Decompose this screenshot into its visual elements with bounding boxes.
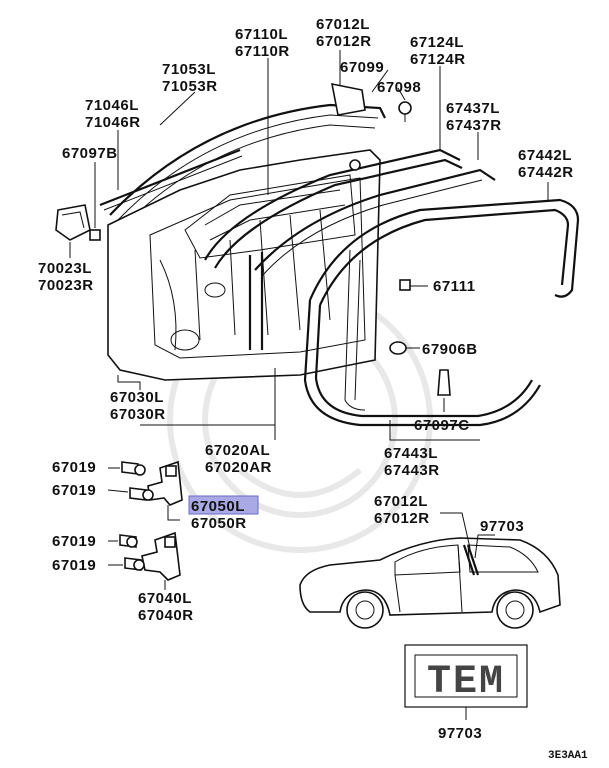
diagram-code: 3E3AA1 [548,750,588,762]
label-67099[interactable]: 67099 [340,59,384,76]
label-71053-r[interactable]: 71053R [162,78,218,95]
highlight-67050l [188,495,259,515]
hinge-assembly [119,460,183,581]
label-97703[interactable]: 97703 [438,725,482,742]
leader-lines [69,50,549,590]
emblem-97703: TEM [404,644,528,720]
label-67097b[interactable]: 67097B [62,145,118,162]
label-67437-r[interactable]: 67437R [446,117,502,134]
door-assembly [55,82,580,427]
label-70023-r[interactable]: 70023R [38,277,94,294]
label-67020-r[interactable]: 67020AR [205,459,272,476]
label-67050-r[interactable]: 67050R [191,515,247,532]
label-67098[interactable]: 67098 [377,79,421,96]
label-67019-4[interactable]: 67019 [52,557,96,574]
label-97703-car[interactable]: 97703 [480,518,524,535]
label-67110-l[interactable]: 67110L [235,26,288,43]
label-67124-r[interactable]: 67124R [410,51,466,68]
label-67443-r[interactable]: 67443R [384,462,440,479]
label-67030-l[interactable]: 67030L [110,389,164,406]
label-70023-l[interactable]: 70023L [38,260,92,277]
label-67110-r[interactable]: 67110R [235,43,290,60]
label-67012-car-l[interactable]: 67012L [374,493,428,510]
car-silhouette [299,512,561,629]
label-67437-l[interactable]: 67437L [446,100,500,117]
label-67443-l[interactable]: 67443L [384,445,438,462]
label-67040-r[interactable]: 67040R [138,607,194,624]
emblem-text: TEM [427,660,505,705]
label-67906b[interactable]: 67906B [422,341,478,358]
label-67030-r[interactable]: 67030R [110,406,166,423]
label-71053-l[interactable]: 71053L [162,61,216,78]
label-67012-top-r[interactable]: 67012R [316,33,372,50]
label-67040-l[interactable]: 67040L [138,590,192,607]
label-67111[interactable]: 67111 [433,278,476,295]
label-67442-r[interactable]: 67442R [518,164,574,181]
label-71046-l[interactable]: 71046L [85,97,139,114]
label-67019-3[interactable]: 67019 [52,533,96,550]
label-67019-1[interactable]: 67019 [52,459,96,476]
label-67020-l[interactable]: 67020AL [205,442,270,459]
part-labels: 71053L 71053R 71046L 71046R 67110L 67110… [38,16,588,762]
label-67097c[interactable]: 67097C [414,417,470,434]
label-67012-top-l[interactable]: 67012L [316,16,370,33]
label-67019-2[interactable]: 67019 [52,482,96,499]
label-67442-l[interactable]: 67442L [518,147,572,164]
label-67050-l[interactable]: 67050L [191,498,245,515]
label-71046-r[interactable]: 71046R [85,114,141,131]
label-67012-car-r[interactable]: 67012R [374,510,430,527]
label-67124-l[interactable]: 67124L [410,34,464,51]
